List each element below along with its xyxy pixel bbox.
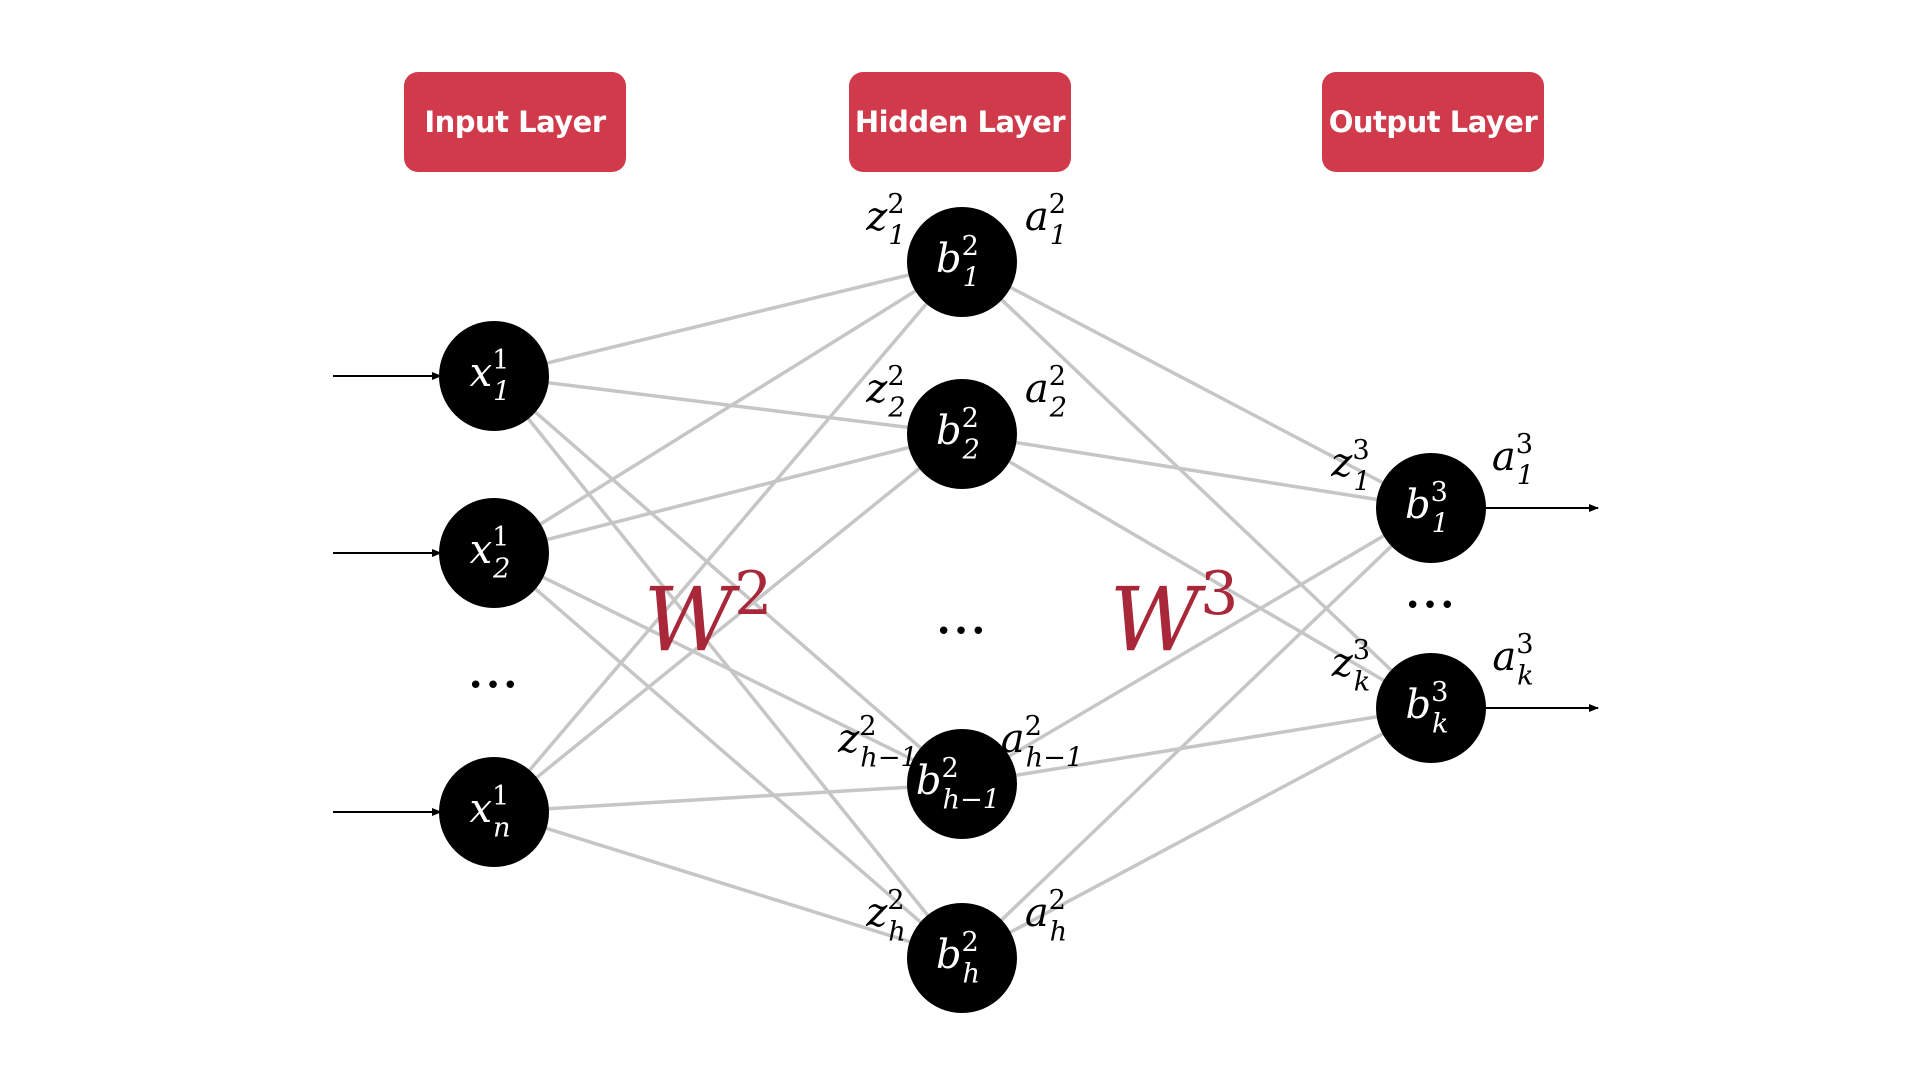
connection-edges [492,260,1433,960]
edge-input-2-hidden-2 [493,432,963,555]
edge-input-3-hidden-4 [493,810,963,960]
edge-input-3-hidden-1 [492,260,964,814]
hidden-node-1-circle [907,207,1017,317]
weight-label-1: W2 [644,559,773,671]
edge-input-2-hidden-3 [493,551,963,786]
edge-input-1-hidden-3 [492,374,964,786]
output-ellipsis: ••• [1405,591,1457,621]
edge-input-2-hidden-4 [492,551,964,960]
edge-hidden-2-output-1 [961,432,1432,510]
hidden-node-4-circle [907,903,1017,1013]
input-node-3-circle [439,757,549,867]
edge-hidden-1-output-2 [960,260,1433,710]
weight-labels: W2 W3 [644,559,1239,671]
io-arrows [333,372,1599,816]
edge-hidden-3-output-1 [961,506,1432,786]
edge-input-1-hidden-1 [493,260,963,378]
output-layer-label: Output Layer [1322,72,1544,172]
weight-label-2: W3 [1110,559,1239,671]
hidden-node-3-circle [907,729,1017,839]
ellipsis-markers: ••• ••• ••• [468,591,1457,701]
output-node-1-circle [1376,453,1486,563]
edge-hidden-4-output-2 [961,706,1432,960]
edge-input-2-hidden-1 [493,260,963,555]
edge-hidden-3-output-2 [961,706,1432,786]
edge-hidden-4-output-1 [960,506,1433,960]
input-layer-label: Input Layer [404,72,626,172]
edge-input-1-hidden-2 [493,374,963,436]
edge-hidden-2-output-2 [961,432,1432,710]
edge-input-3-hidden-2 [492,432,964,814]
edge-input-3-hidden-3 [493,782,963,814]
hidden-layer-label: Hidden Layer [849,72,1071,172]
hidden-ellipsis: ••• [936,617,988,647]
input-node-2-circle [439,498,549,608]
input-ellipsis: ••• [468,671,520,701]
output-node-2-circle [1376,653,1486,763]
input-node-1-circle [439,321,549,431]
edge-hidden-1-output-1 [961,260,1432,510]
hidden-node-2-circle [907,379,1017,489]
